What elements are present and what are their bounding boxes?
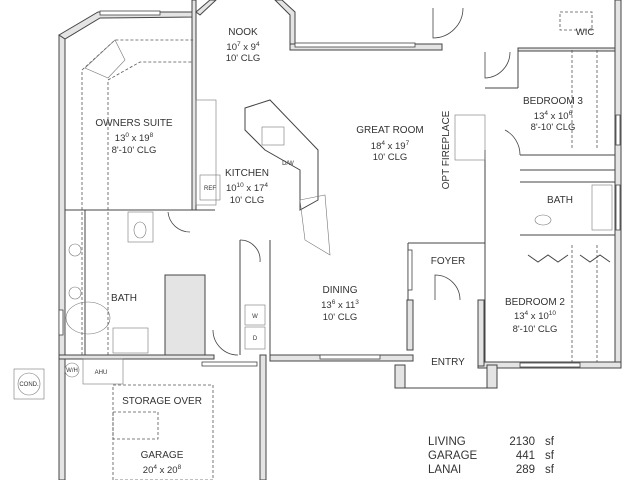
room-great-room: GREAT ROOM 184 x 197 10' CLG: [356, 125, 423, 163]
svg-text:GREAT ROOM: GREAT ROOM: [356, 125, 423, 136]
svg-text:NOOK: NOOK: [228, 27, 258, 38]
walls: [58, 0, 622, 480]
svg-text:sf: sf: [545, 436, 555, 448]
room-foyer: FOYER: [431, 256, 465, 267]
svg-text:8'-10' CLG: 8'-10' CLG: [531, 122, 576, 133]
svg-text:204 x 208: 204 x 208: [143, 464, 182, 476]
svg-text:2130: 2130: [509, 436, 535, 448]
svg-text:107 x 94: 107 x 94: [226, 41, 260, 53]
svg-text:10' CLG: 10' CLG: [373, 152, 408, 163]
ahu-label: AHU: [95, 370, 108, 376]
svg-text:GARAGE: GARAGE: [141, 450, 184, 461]
svg-text:GARAGE: GARAGE: [428, 450, 478, 462]
room-nook: NOOK 107 x 94 10' CLG: [226, 27, 261, 64]
room-owners-bath: BATH: [111, 293, 137, 304]
room-kitchen: KITCHEN 1010 x 174 10' CLG: [225, 168, 269, 206]
water-heater-label: W/H: [66, 368, 78, 374]
svg-text:sf: sf: [545, 464, 555, 476]
room-bedroom-3: BEDROOM 3 134 x 106 8'-10' CLG: [523, 96, 583, 133]
svg-text:184 x 197: 184 x 197: [371, 140, 410, 152]
svg-text:10' CLG: 10' CLG: [226, 53, 261, 64]
room-bath-2: BATH: [547, 195, 573, 206]
washer-label: W: [252, 314, 258, 320]
svg-text:289: 289: [516, 464, 535, 476]
svg-text:OWNERS SUITE: OWNERS SUITE: [95, 118, 173, 129]
room-garage: GARAGE 204 x 208: [141, 450, 184, 476]
svg-text:8'-10' CLG: 8'-10' CLG: [513, 324, 558, 335]
svg-text:136 x 113: 136 x 113: [321, 299, 359, 311]
svg-text:134 x 106: 134 x 106: [534, 110, 573, 122]
svg-text:1010 x 174: 1010 x 174: [226, 182, 268, 194]
dishwasher-label: D/W: [282, 161, 294, 167]
interior-details: [13, 7, 613, 480]
room-dining: DINING 136 x 113 10' CLG: [321, 285, 359, 323]
svg-text:10' CLG: 10' CLG: [230, 195, 265, 206]
svg-text:BEDROOM 3: BEDROOM 3: [523, 96, 583, 107]
svg-text:134 x 1010: 134 x 1010: [514, 310, 556, 322]
svg-text:DINING: DINING: [323, 285, 358, 296]
svg-text:8'-10' CLG: 8'-10' CLG: [112, 145, 157, 156]
room-bedroom-2: BEDROOM 2 134 x 1010 8'-10' CLG: [505, 297, 565, 335]
svg-text:LANAI: LANAI: [428, 464, 461, 476]
room-wic: WIC: [576, 27, 595, 38]
svg-text:BEDROOM 2: BEDROOM 2: [505, 297, 565, 308]
room-owners-suite: OWNERS SUITE 130 x 198 8'-10' CLG: [95, 118, 173, 156]
dryer-label: D: [253, 336, 258, 342]
svg-text:KITCHEN: KITCHEN: [225, 168, 269, 179]
svg-text:sf: sf: [545, 450, 555, 462]
svg-text:LIVING: LIVING: [428, 436, 466, 448]
room-entry: ENTRY: [431, 357, 465, 368]
svg-text:441: 441: [516, 450, 535, 462]
windows: [58, 10, 621, 368]
cond-label: COND.: [19, 382, 39, 388]
area-row: GARAGE 441 sf: [428, 450, 555, 462]
area-row: LIVING 2130 sf: [428, 436, 555, 448]
ref-label: REF: [204, 186, 216, 192]
room-storage: STORAGE OVER: [122, 396, 202, 407]
fireplace-label: OPT FIREPLACE: [441, 110, 452, 189]
area-row: LANAI 289 sf: [428, 464, 555, 476]
svg-text:130 x 198: 130 x 198: [115, 132, 154, 144]
svg-text:10' CLG: 10' CLG: [323, 312, 358, 323]
area-table: LIVING 2130 sf GARAGE 441 sf LANAI 289 s…: [428, 436, 555, 476]
